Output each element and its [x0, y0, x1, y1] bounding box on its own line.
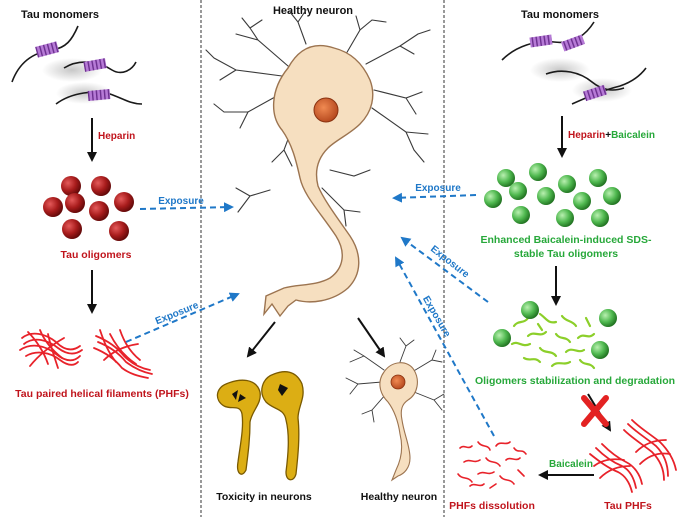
- exposure-label-1: Exposure: [158, 196, 204, 207]
- label-heparin: Heparin: [98, 131, 135, 142]
- phfs-dissolution-fragments: [457, 441, 527, 489]
- red-oligomer: [65, 193, 85, 213]
- green-oligomer: [591, 341, 609, 359]
- green-oligomer: [484, 190, 502, 208]
- green-oligomer: [558, 175, 576, 193]
- label-baicalein-part: Baicalein: [611, 130, 655, 141]
- green-oligomer: [509, 182, 527, 200]
- red-oligomer: [61, 176, 81, 196]
- label-toxicity: Toxicity in neurons: [216, 491, 312, 503]
- exposure-arrow-2: [125, 292, 240, 343]
- tau-monomers-left: [11, 25, 143, 105]
- label-baicalein-arrow: Baicalein: [549, 459, 593, 470]
- green-oligomer: [599, 309, 617, 327]
- label-phfs-dissolution: PHFs dissolution: [449, 500, 535, 512]
- red-oligomer: [62, 219, 82, 239]
- label-oligomers-stabilization: Oligomers stabilization and degradation: [475, 375, 675, 387]
- exposure-label-3: Exposure: [415, 183, 461, 194]
- header-center: Healthy neuron: [273, 5, 353, 17]
- label-heparin-baicalein: Heparin+Baicalein: [568, 130, 655, 141]
- tau-monomers-right: [501, 21, 647, 105]
- label-heparin-part: Heparin: [568, 130, 605, 141]
- label-healthy-neuron-small: Healthy neuron: [361, 491, 437, 503]
- green-oligomer: [497, 169, 515, 187]
- toxic-neurons: [216, 371, 304, 481]
- small-neuron-nucleus: [390, 374, 406, 390]
- red-oligomer: [43, 197, 63, 217]
- exposure-label-4: Exposure: [428, 244, 471, 281]
- green-oligomer: [512, 206, 530, 224]
- healthy-neuron-small: [345, 337, 445, 482]
- label-tau-phfs-left: Tau paired helical filaments (PHFs): [15, 388, 189, 400]
- exposure-arrow-4: [400, 236, 489, 303]
- green-oligomer: [493, 329, 511, 347]
- label-plus-part: +: [605, 130, 611, 141]
- oligomer-degradation: [493, 301, 617, 370]
- red-oligomer: [109, 221, 129, 241]
- tau-phfs-left-bundles: [19, 329, 153, 379]
- green-oligomer: [591, 209, 609, 227]
- exposure-arrow-3: [392, 192, 477, 203]
- green-oligomer: [537, 187, 555, 205]
- header-right: Tau monomers: [521, 9, 599, 21]
- arrow-to-healthy: [357, 317, 386, 358]
- header-left: Tau monomers: [21, 9, 99, 21]
- arrow-to-toxicity: [246, 321, 276, 358]
- neuron-nucleus: [313, 97, 339, 123]
- green-oligomer: [529, 163, 547, 181]
- red-oligomer: [114, 192, 134, 212]
- label-tau-oligomers: Tau oligomers: [61, 249, 132, 261]
- tau-oligomers-cluster: [43, 176, 134, 241]
- label-tau-phfs-right: Tau PHFs: [604, 500, 652, 512]
- block-cross-icon: [581, 395, 609, 427]
- green-oligomer: [603, 187, 621, 205]
- red-oligomer: [89, 201, 109, 221]
- tau-phfs-right-bundles: [589, 419, 677, 493]
- label-enhanced-line1: Enhanced Baicalein-induced SDS-: [481, 234, 652, 246]
- green-oligomers-cluster: [484, 163, 621, 227]
- green-oligomer: [521, 301, 539, 319]
- exposure-arrow-1: [139, 202, 234, 213]
- green-oligomer: [589, 169, 607, 187]
- green-oligomer: [573, 192, 591, 210]
- exposure-arrow-5: [395, 256, 495, 437]
- exposure-label-5: Exposure: [420, 294, 453, 339]
- green-oligomer: [556, 209, 574, 227]
- label-enhanced-line2: stable Tau oligomers: [514, 248, 618, 260]
- red-oligomer: [91, 176, 111, 196]
- healthy-neuron-large: [205, 9, 431, 318]
